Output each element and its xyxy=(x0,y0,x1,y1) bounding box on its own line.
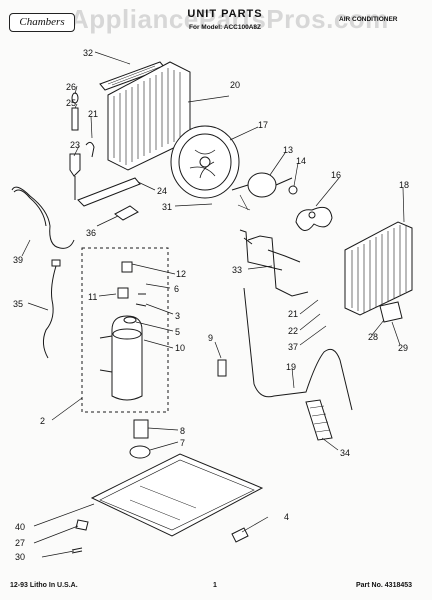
part-mounting-clip xyxy=(379,301,403,323)
callout-29: 29 xyxy=(398,343,408,353)
part-base-pan xyxy=(90,453,264,537)
callout-37: 37 xyxy=(288,342,298,352)
callout-7: 7 xyxy=(180,438,185,448)
part-top-strip xyxy=(99,61,166,91)
callout-5: 5 xyxy=(175,327,180,337)
callout-6: 6 xyxy=(174,284,179,294)
callout-9: 9 xyxy=(208,333,213,343)
model-line: For Model: ACC100A8Z xyxy=(189,24,261,31)
part-fan-shroud xyxy=(170,125,240,199)
part-power-cord xyxy=(42,259,61,359)
callout-24: 24 xyxy=(157,186,167,196)
callout-23: 23 xyxy=(70,140,80,150)
print-code: 12-93 Litho In U.S.A. xyxy=(10,582,78,589)
callout-3: 3 xyxy=(175,311,180,321)
part-compressor-assembly xyxy=(81,247,169,413)
part-bracket-and-tubes xyxy=(11,177,141,249)
part-refrigerant-tubing xyxy=(239,229,309,297)
callout-34: 34 xyxy=(340,448,350,458)
leader-lines xyxy=(21,51,405,558)
part-valve-assembly xyxy=(69,92,95,200)
part-filter-pad xyxy=(305,399,333,441)
callout-8: 8 xyxy=(180,426,185,436)
callout-13: 13 xyxy=(283,145,293,155)
part-evaporator-coil xyxy=(344,221,413,316)
callout-19: 19 xyxy=(286,362,296,372)
callout-27: 27 xyxy=(15,538,25,548)
callout-18: 18 xyxy=(399,180,409,190)
callout-16: 16 xyxy=(331,170,341,180)
callout-20: 20 xyxy=(230,80,240,90)
callout-11: 11 xyxy=(88,292,97,302)
callout-39: 39 xyxy=(13,255,23,265)
part-screws xyxy=(71,519,249,554)
part-wire-loop xyxy=(243,287,353,411)
callout-31: 31 xyxy=(162,202,172,212)
callout-17: 17 xyxy=(258,120,268,130)
page-title: UNIT PARTS xyxy=(187,8,263,20)
callout-25: 25 xyxy=(66,98,76,108)
callout-22: 22 xyxy=(288,326,298,336)
part-number: Part No. 4318453 xyxy=(356,582,413,589)
callout-32: 32 xyxy=(83,48,93,58)
callout-14: 14 xyxy=(296,156,306,166)
callout-35: 35 xyxy=(13,299,23,309)
category-label: AIR CONDITIONER xyxy=(339,16,398,23)
callout-28: 28 xyxy=(368,332,378,342)
callout-40: 40 xyxy=(15,522,25,532)
part-compressor-mounts xyxy=(129,419,151,459)
part-fan-blade xyxy=(295,206,333,231)
callout-26: 26 xyxy=(66,82,76,92)
part-fan-motor xyxy=(231,172,298,211)
brand-logo: Chambers xyxy=(9,13,75,32)
callout-4: 4 xyxy=(284,512,289,522)
watermark: AppliancePartsPros.com xyxy=(70,4,389,34)
page-number: 1 xyxy=(213,582,217,589)
part-grommet xyxy=(217,359,227,377)
callout-36: 36 xyxy=(86,228,96,238)
callout-10: 10 xyxy=(175,343,185,353)
callout-labels: 32 26 25 21 20 17 13 14 23 16 18 24 31 3… xyxy=(13,48,409,562)
callout-12: 12 xyxy=(176,269,186,279)
callout-2: 2 xyxy=(40,416,45,426)
callout-30: 30 xyxy=(15,552,25,562)
callout-21: 21 xyxy=(88,109,98,119)
callout-21b: 21 xyxy=(288,309,298,319)
callout-33: 33 xyxy=(232,265,242,275)
